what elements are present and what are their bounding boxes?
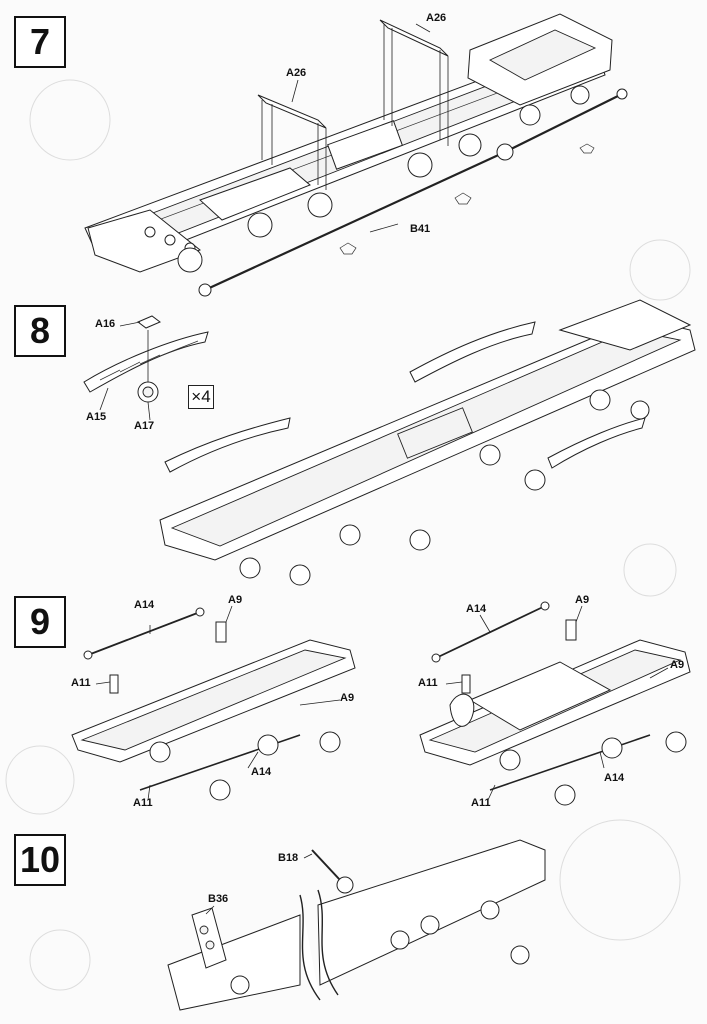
- callout-a11-right-low: A11: [471, 797, 491, 809]
- callout-a9-right-mid: A9: [670, 659, 685, 671]
- quantity-badge: ×4: [188, 385, 214, 409]
- background-ghost-marks: [5, 79, 691, 991]
- step-number-10: 10: [14, 834, 66, 886]
- step-9-right-drawing: [419, 601, 691, 806]
- callout-a15: A15: [86, 411, 107, 423]
- callout-a9-right-top: A9: [575, 594, 590, 606]
- step-9-left-drawing: [71, 605, 356, 801]
- step-8-springs-drawing: [83, 299, 696, 586]
- step-number-7: 7: [14, 16, 66, 68]
- callout-b18: B18: [278, 852, 299, 864]
- callout-a26-right: A26: [426, 12, 447, 24]
- callout-a11-left-top: A11: [71, 677, 91, 689]
- callout-b41: B41: [410, 223, 431, 235]
- callout-a14-left-low: A14: [251, 766, 272, 778]
- step-number-9: 9: [14, 596, 66, 648]
- callout-a11-left-low: A11: [133, 797, 153, 809]
- step-number-8: 8: [14, 305, 66, 357]
- callout-a26-left: A26: [286, 67, 307, 79]
- step-10-drawing: [167, 839, 546, 1011]
- callout-a14-right-top: A14: [466, 603, 487, 615]
- callout-a14-left-top: A14: [134, 599, 155, 611]
- callout-a9-left-mid: A9: [340, 692, 355, 704]
- callout-a9-left-top: A9: [228, 594, 243, 606]
- step-7-chassis-drawing: [84, 13, 628, 297]
- callout-a17: A17: [134, 420, 155, 432]
- callout-a11-right-top: A11: [418, 677, 438, 689]
- callout-a16: A16: [95, 318, 116, 330]
- callout-a14-right-low: A14: [604, 772, 625, 784]
- callout-b36: B36: [208, 893, 229, 905]
